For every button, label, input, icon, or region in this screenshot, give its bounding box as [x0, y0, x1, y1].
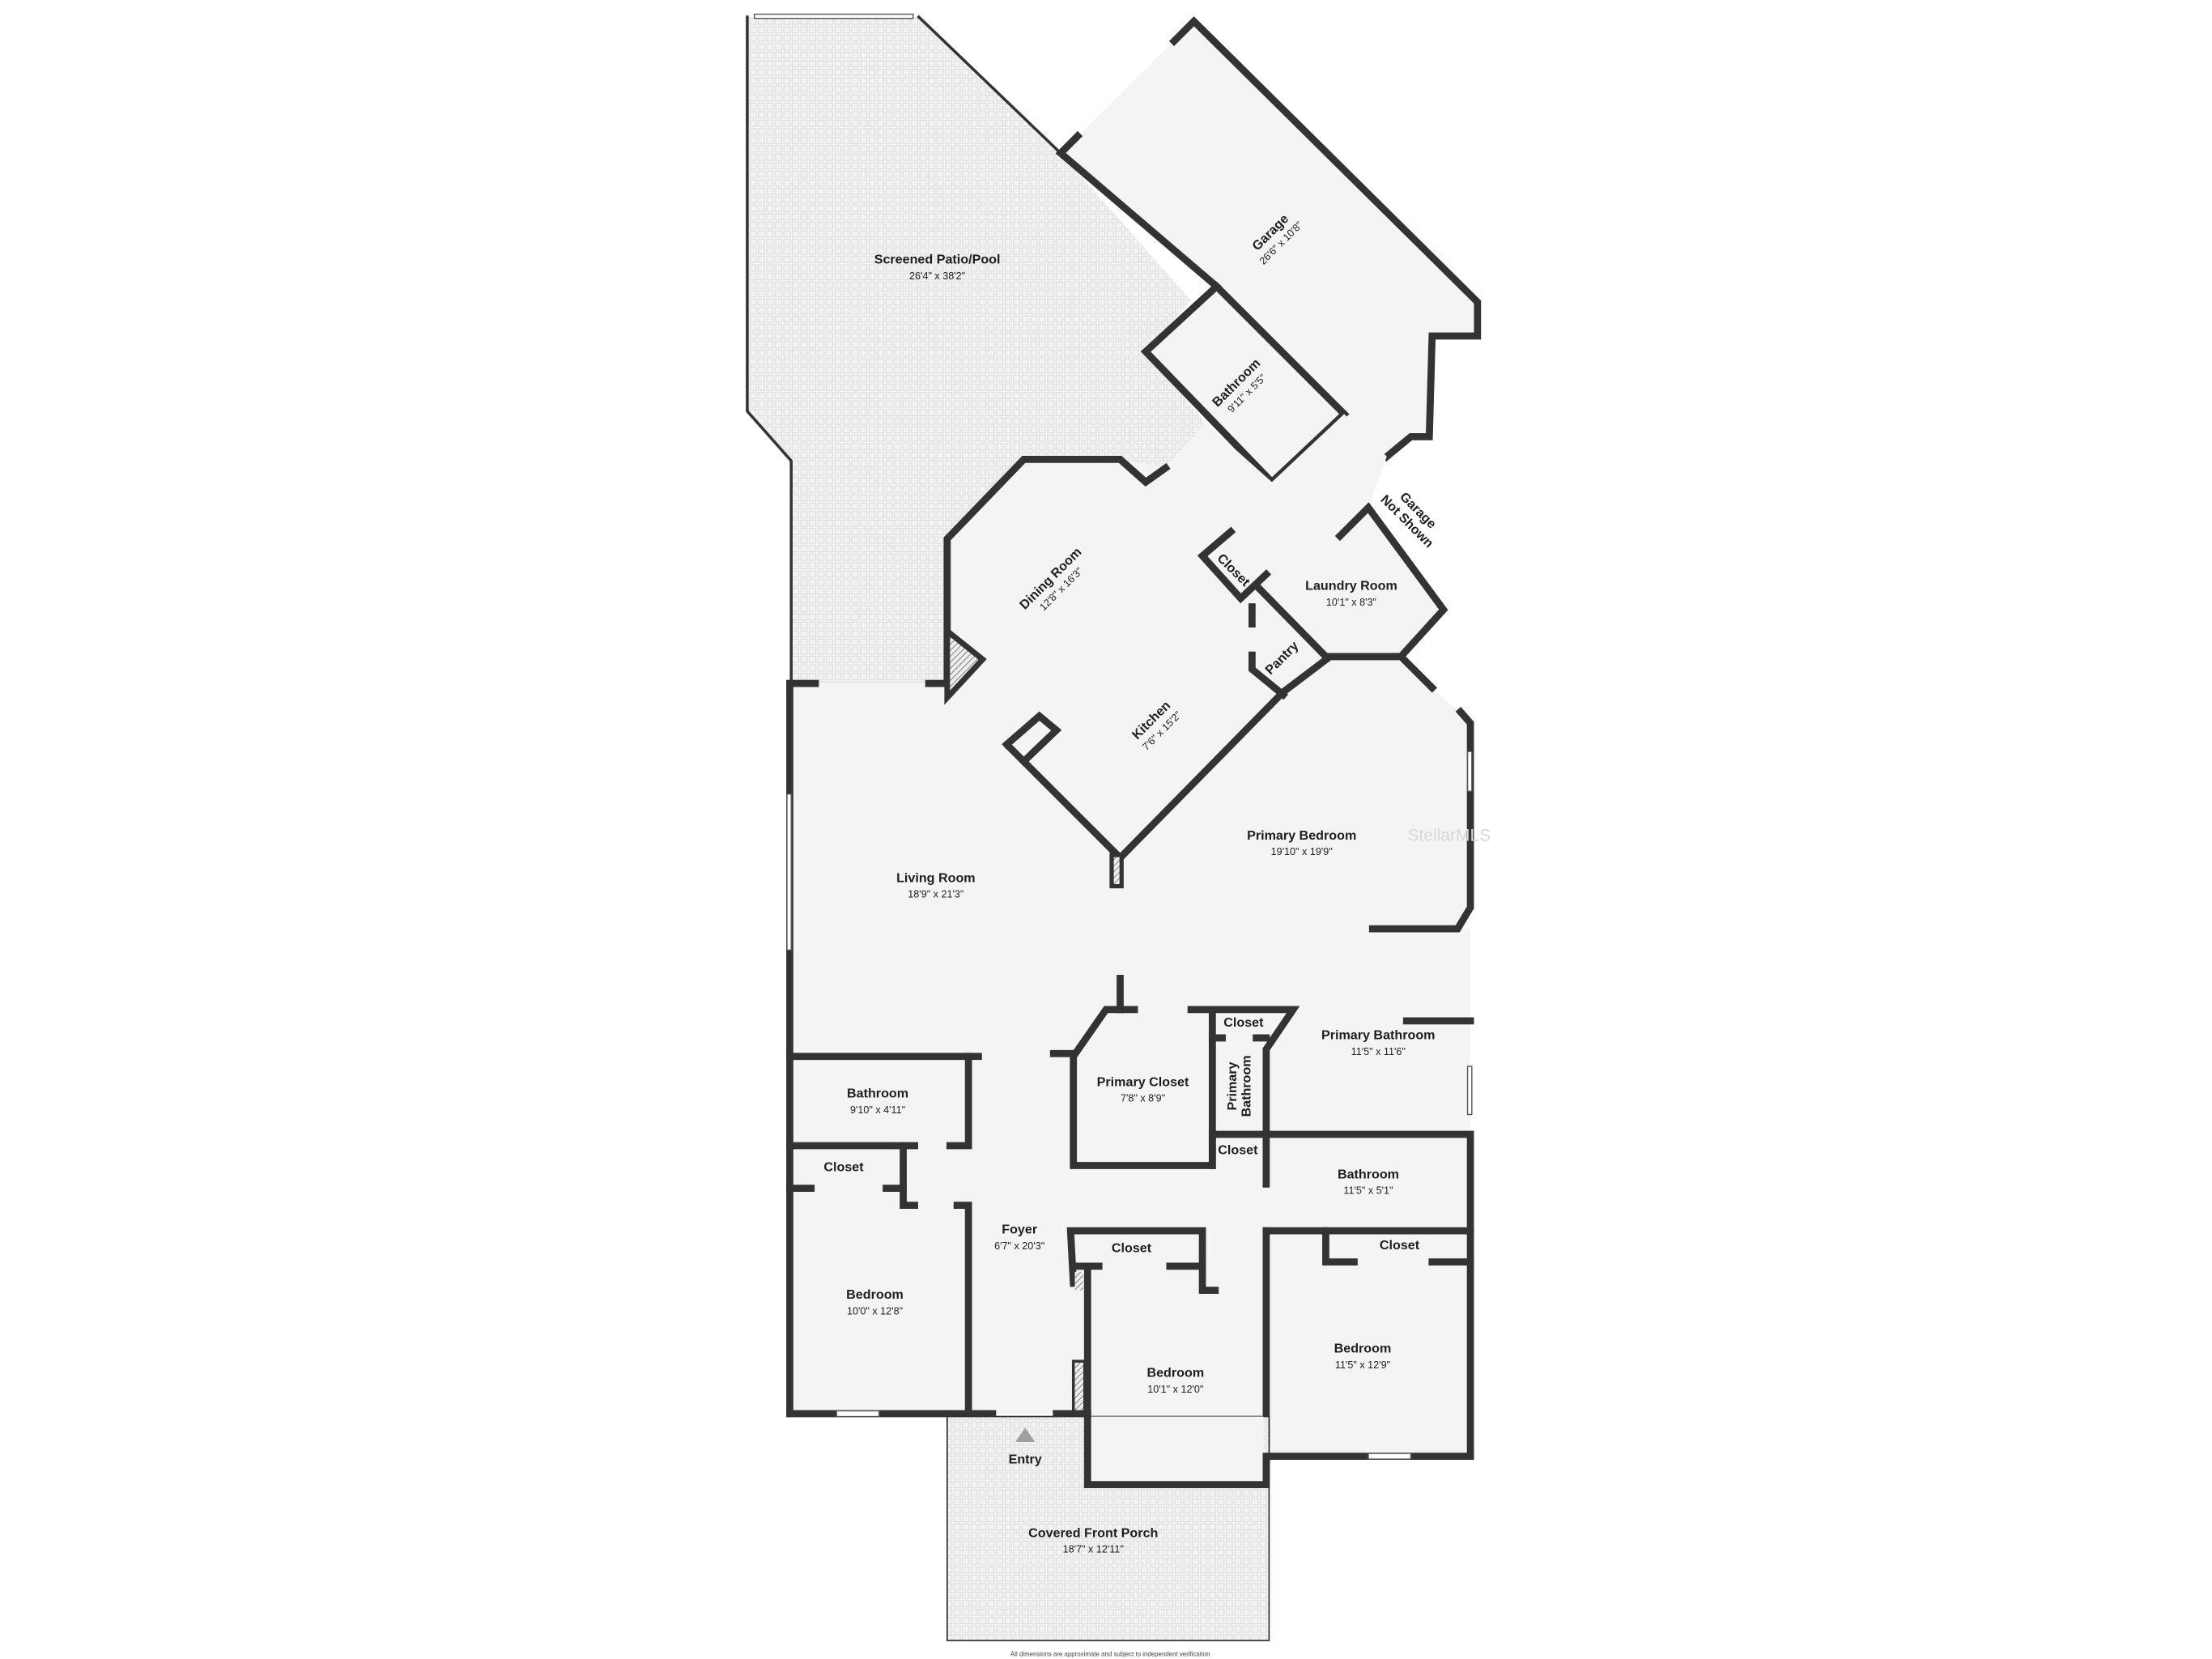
garage-wall-left	[1055, 130, 1222, 291]
room-name: Bathroom	[1338, 1167, 1399, 1181]
wall-stub-hatched-2	[1071, 1359, 1087, 1415]
primary-bedroom-window	[1466, 751, 1473, 792]
bed-left-window	[836, 1410, 880, 1418]
room-dims: 10'1" x 12'0"	[1147, 1384, 1203, 1395]
label-bedroom-mid: Bedroom 10'1" x 12'0"	[1146, 1365, 1204, 1394]
label-closet-mid: Closet	[1218, 1143, 1258, 1158]
room-name: Primary Bedroom	[1247, 828, 1356, 843]
room-name: Foyer	[1002, 1223, 1038, 1237]
room-dims: 7'8" x 8'9"	[1121, 1093, 1165, 1104]
kitchen-block	[1002, 711, 1062, 767]
room-name: Primary Bathroom	[1321, 1028, 1436, 1043]
label-living: Living Room 18'9" x 21'3"	[896, 870, 976, 900]
room-name: Bedroom	[1146, 1365, 1204, 1380]
room-name: Bedroom	[846, 1287, 904, 1302]
label-primary-bath-strip: Primary Bathroom	[1225, 1055, 1254, 1117]
label-primary-bathroom: Primary Bathroom 11'5" x 11'6"	[1321, 1028, 1436, 1057]
room-dims: 18'9" x 21'3"	[908, 889, 963, 900]
label-bedroom-right: Bedroom 11'5" x 12'9"	[1334, 1342, 1392, 1371]
hall-closet	[1197, 526, 1272, 604]
pantry-wall-2	[1249, 651, 1289, 700]
room-dims: 19'10" x 19'9"	[1271, 846, 1333, 857]
bed-right-window	[1368, 1453, 1412, 1460]
label-primary-bedroom: Primary Bedroom 19'10" x 19'9"	[1247, 828, 1356, 857]
bed-right-closet	[1322, 1227, 1358, 1266]
room-dims: 9'10" x 4'11"	[850, 1104, 905, 1116]
wall-stub-hatched	[1074, 1271, 1083, 1291]
room-name: Living Room	[896, 870, 976, 885]
room-dims: 11'5" x 5'1"	[1343, 1185, 1393, 1197]
room-dims: 26'4" x 38'2"	[909, 270, 965, 282]
primary-bedroom-wall	[1368, 706, 1474, 933]
foyer-left-wall	[953, 1202, 972, 1418]
room-name: Laundry Room	[1305, 579, 1397, 593]
room-name: Covered Front Porch	[1028, 1525, 1158, 1540]
label-bathroom-right: Bathroom 11'5" x 5'1"	[1338, 1167, 1399, 1196]
label-bathroom-left: Bathroom 9'10" x 4'11"	[847, 1086, 908, 1115]
garage-wall	[1168, 16, 1482, 462]
room-name: Primary Closet	[1097, 1074, 1189, 1089]
room-dims: 18'7" x 12'11"	[1063, 1544, 1124, 1555]
entry-arrow-icon	[1015, 1427, 1036, 1443]
bed-mid-cover	[1090, 1416, 1264, 1482]
label-bedroom-left: Bedroom 10'0" x 12'8"	[846, 1287, 904, 1317]
laundry-wall	[1253, 502, 1448, 661]
label-foyer: Foyer 6'7" x 20'3"	[994, 1223, 1044, 1252]
label-closet-bed-right: Closet	[1380, 1238, 1420, 1253]
room-name: Screened Patio/Pool	[874, 253, 1001, 267]
room-name: Bedroom	[1334, 1342, 1392, 1356]
room-name: Primary	[1225, 1061, 1240, 1110]
room-name: Bathroom	[1240, 1055, 1254, 1117]
patio-wall	[746, 15, 793, 685]
footer-disclaimer: All dimensions are approximate and subje…	[1010, 1650, 1210, 1657]
label-patio: Screened Patio/Pool 26'4" x 38'2"	[874, 253, 1001, 282]
patio-screen-wall	[917, 15, 1063, 155]
patio-window	[753, 13, 914, 19]
room-dims: 6'7" x 20'3"	[994, 1240, 1044, 1252]
wall-stub	[1109, 853, 1124, 889]
bed-left-wall	[900, 1185, 918, 1209]
room-dims: 11'5" x 11'6"	[1351, 1046, 1406, 1057]
bed-mid-closet	[1066, 1227, 1219, 1295]
dining-fireplace	[944, 625, 987, 705]
room-name: Bathroom	[847, 1086, 908, 1100]
bath-left-right	[946, 1053, 972, 1150]
label-closet-left: Closet	[823, 1160, 864, 1175]
room-dims: 11'5" x 12'9"	[1335, 1359, 1390, 1371]
bed-mid-wall-redraw	[1083, 1410, 1270, 1488]
label-entry: Entry	[1009, 1452, 1042, 1466]
label-primary-closet: Primary Closet 7'8" x 8'9"	[1097, 1074, 1189, 1104]
label-closet-primary: Closet	[1223, 1015, 1264, 1030]
label-laundry: Laundry Room 10'1" x 8'3"	[1305, 579, 1397, 608]
house-outer-wall	[943, 456, 1171, 687]
patio-area	[747, 17, 1206, 684]
label-closet-bed-mid: Closet	[1112, 1240, 1152, 1255]
primary-bath-window	[1466, 1066, 1473, 1116]
label-porch: Covered Front Porch 18'7" x 12'11"	[1028, 1525, 1158, 1555]
garage-area	[1060, 21, 1478, 457]
watermark: StellarMLS	[1407, 827, 1491, 845]
living-window	[786, 793, 792, 951]
primary-bath-wall	[1208, 1130, 1474, 1460]
room-dims: 10'1" x 8'3"	[1326, 597, 1376, 608]
room-dims: 10'0" x 12'8"	[847, 1305, 903, 1317]
